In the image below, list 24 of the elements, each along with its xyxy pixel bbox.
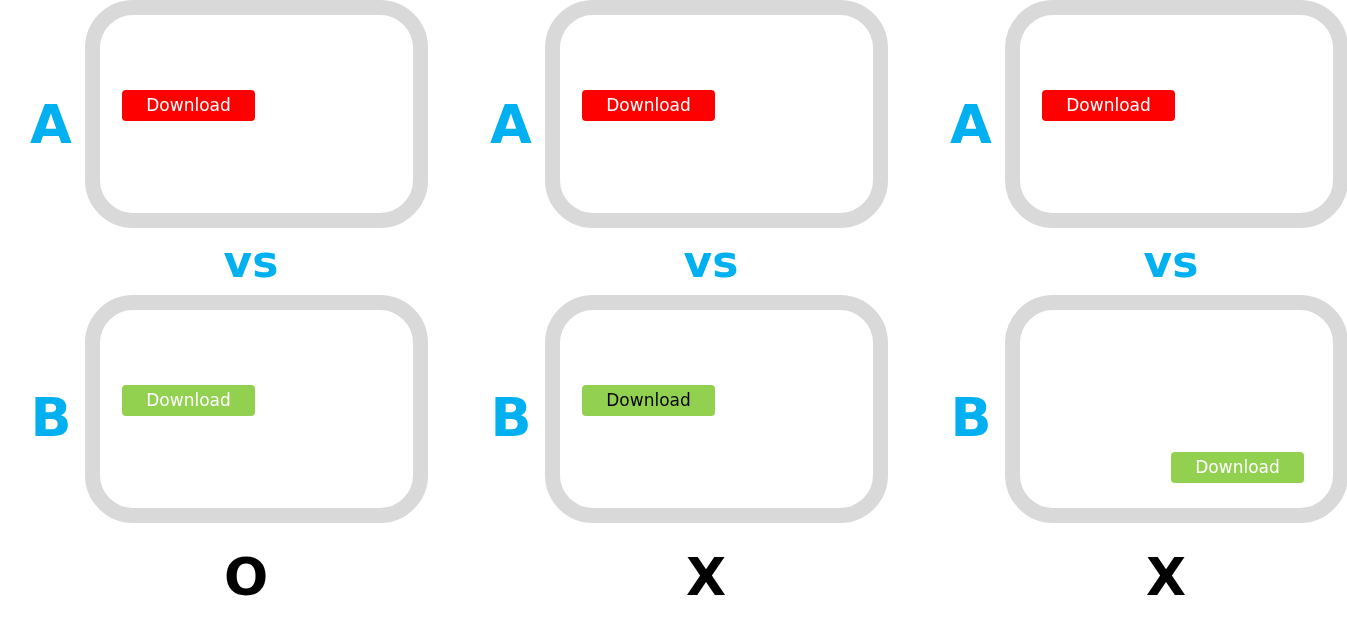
download-button: Download bbox=[122, 90, 255, 121]
download-button: Download bbox=[582, 90, 715, 121]
variant-letter: B bbox=[950, 391, 992, 445]
variant-letter: A bbox=[950, 98, 992, 152]
screen-frame bbox=[545, 0, 888, 228]
verdict-mark: O bbox=[223, 551, 269, 603]
download-button: Download bbox=[582, 385, 715, 416]
download-button: Download bbox=[122, 385, 255, 416]
variant-letter: A bbox=[30, 98, 72, 152]
screen-frame bbox=[545, 295, 888, 523]
variant-letter: B bbox=[490, 391, 532, 445]
screen-frame bbox=[85, 295, 428, 523]
verdict-mark: X bbox=[1145, 551, 1187, 603]
screen-frame bbox=[1005, 295, 1347, 523]
verdict-mark: X bbox=[685, 551, 727, 603]
screen-frame bbox=[1005, 0, 1347, 228]
versus-text: vs bbox=[1143, 240, 1199, 284]
variant-letter: B bbox=[30, 391, 72, 445]
download-button: Download bbox=[1171, 452, 1304, 483]
download-button: Download bbox=[1042, 90, 1175, 121]
versus-text: vs bbox=[683, 240, 739, 284]
screen-frame bbox=[85, 0, 428, 228]
versus-text: vs bbox=[223, 240, 279, 284]
variant-letter: A bbox=[490, 98, 532, 152]
